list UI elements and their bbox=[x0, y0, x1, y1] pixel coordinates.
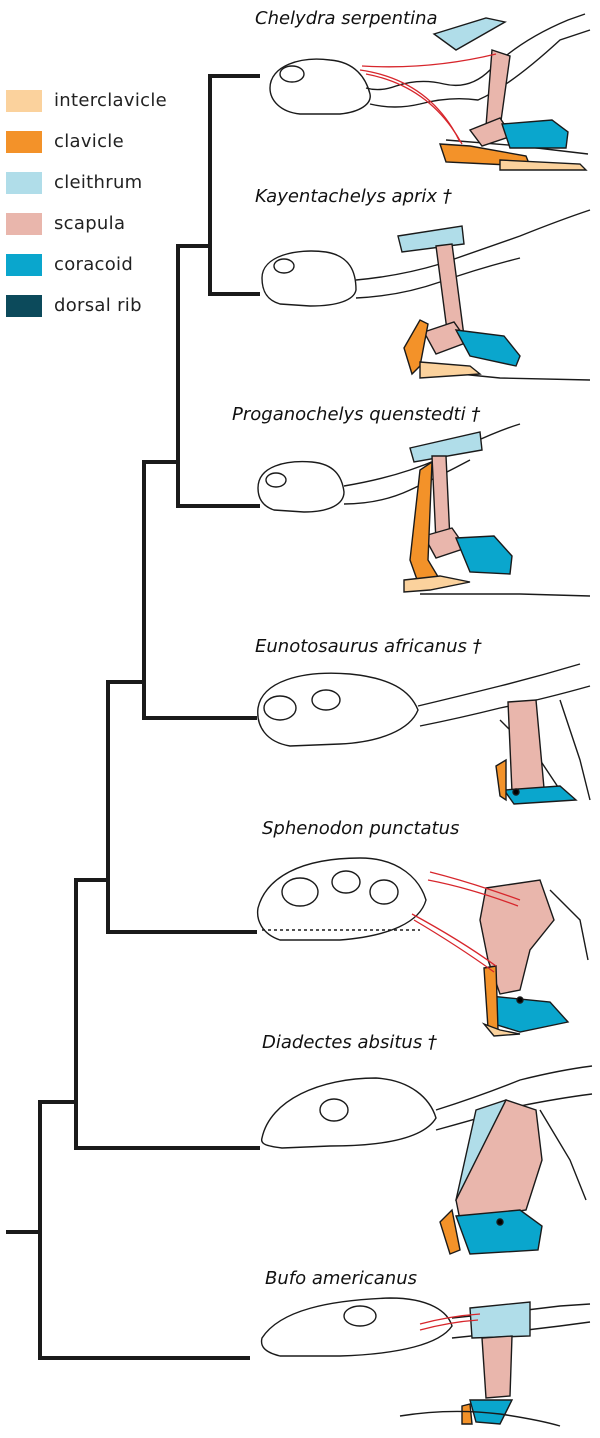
diadectes-skeleton bbox=[260, 1065, 593, 1255]
taxon-label-bufo: Bufo americanus bbox=[265, 1268, 417, 1289]
legend-item-interclavicle: interclavicle bbox=[6, 80, 167, 121]
scapula-swatch bbox=[6, 212, 42, 235]
phylogenetic-tree bbox=[6, 74, 260, 1360]
legend-item-clavicle: clavicle bbox=[6, 121, 167, 162]
taxon-label-kayentachelys: Kayentachelys aprix † bbox=[255, 186, 452, 207]
sphenodon-skeleton bbox=[256, 857, 589, 1037]
legend-item-dorsal-rib: dorsal rib bbox=[6, 285, 167, 326]
taxon-label-proganochelys: Proganochelys quenstedti † bbox=[232, 404, 481, 425]
legend-label: scapula bbox=[54, 213, 126, 234]
legend-item-coracoid: coracoid bbox=[6, 244, 167, 285]
clavicle-swatch bbox=[6, 130, 42, 153]
taxon-label-sphenodon: Sphenodon punctatus bbox=[262, 818, 460, 839]
dorsal-rib-swatch bbox=[6, 294, 42, 317]
taxon-label-chelydra: Chelydra serpentina bbox=[255, 8, 438, 29]
legend-item-cleithrum: cleithrum bbox=[6, 162, 167, 203]
interclavicle-swatch bbox=[6, 89, 42, 112]
taxon-label-diadectes: Diadectes absitus † bbox=[262, 1032, 437, 1053]
legend-label: cleithrum bbox=[54, 172, 143, 193]
legend-label: clavicle bbox=[54, 131, 124, 152]
legend-label: interclavicle bbox=[54, 90, 167, 111]
coracoid-swatch bbox=[6, 253, 42, 276]
cleithrum-swatch bbox=[6, 171, 42, 194]
bufo-skeleton bbox=[260, 1297, 591, 1427]
proganochelys-skeleton bbox=[257, 423, 591, 597]
bone-legend: interclavicle clavicle cleithrum scapula… bbox=[6, 80, 167, 326]
kayentachelys-skeleton bbox=[261, 209, 591, 381]
legend-label: coracoid bbox=[54, 254, 134, 275]
chelydra-skeleton bbox=[269, 13, 591, 171]
eunotosaurus-skeleton bbox=[257, 663, 591, 805]
legend-label: dorsal rib bbox=[54, 295, 142, 316]
legend-item-scapula: scapula bbox=[6, 203, 167, 244]
taxon-label-eunotosaurus: Eunotosaurus africanus † bbox=[255, 636, 482, 657]
